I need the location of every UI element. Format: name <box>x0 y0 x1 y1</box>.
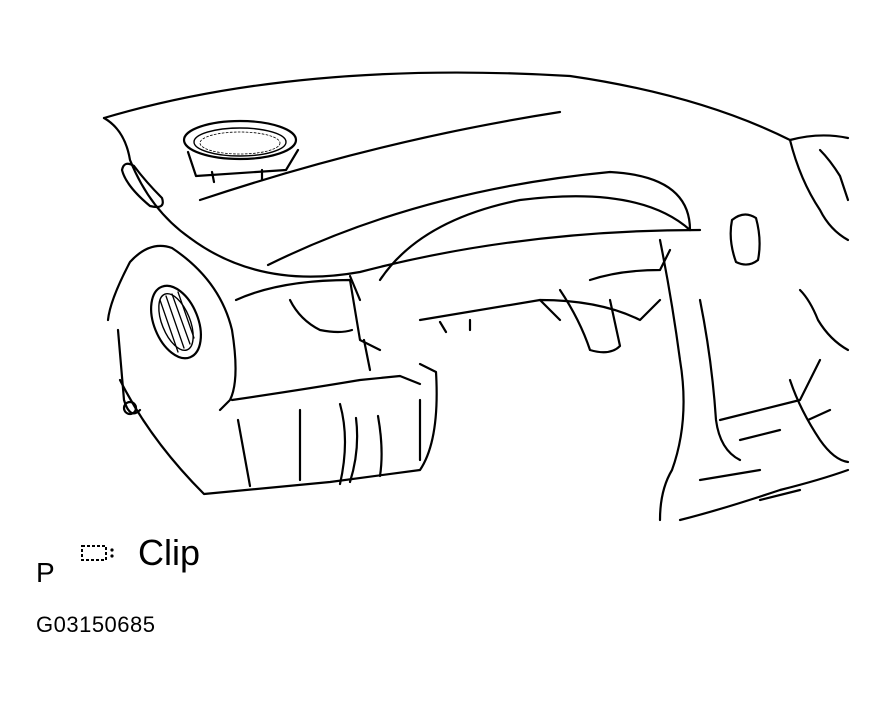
marker-letter: P <box>36 557 55 588</box>
dashboard-front-edge <box>188 228 702 278</box>
right-vent-slot <box>729 213 761 266</box>
dashboard-surface-curve <box>198 110 562 202</box>
clip-legend: Clip <box>80 532 200 574</box>
clip-label: Clip <box>138 532 201 573</box>
dashboard-left-edge <box>102 116 192 240</box>
right-support-column <box>658 238 850 522</box>
left-defroster-slot <box>120 162 164 209</box>
meter-hood-curve <box>378 195 692 282</box>
dashboard-top-edge <box>102 71 850 142</box>
left-side-vent <box>106 244 237 416</box>
lower-left-panel <box>118 274 438 496</box>
center-support-bracket <box>418 248 672 354</box>
dashboard-hood-curve <box>266 170 692 267</box>
right-pillar <box>788 138 850 242</box>
dashed-clip-icon <box>80 543 116 563</box>
right-lower-bracket <box>758 288 850 502</box>
figure-code: G03150685 <box>36 612 156 637</box>
speaker-grille <box>182 119 300 184</box>
